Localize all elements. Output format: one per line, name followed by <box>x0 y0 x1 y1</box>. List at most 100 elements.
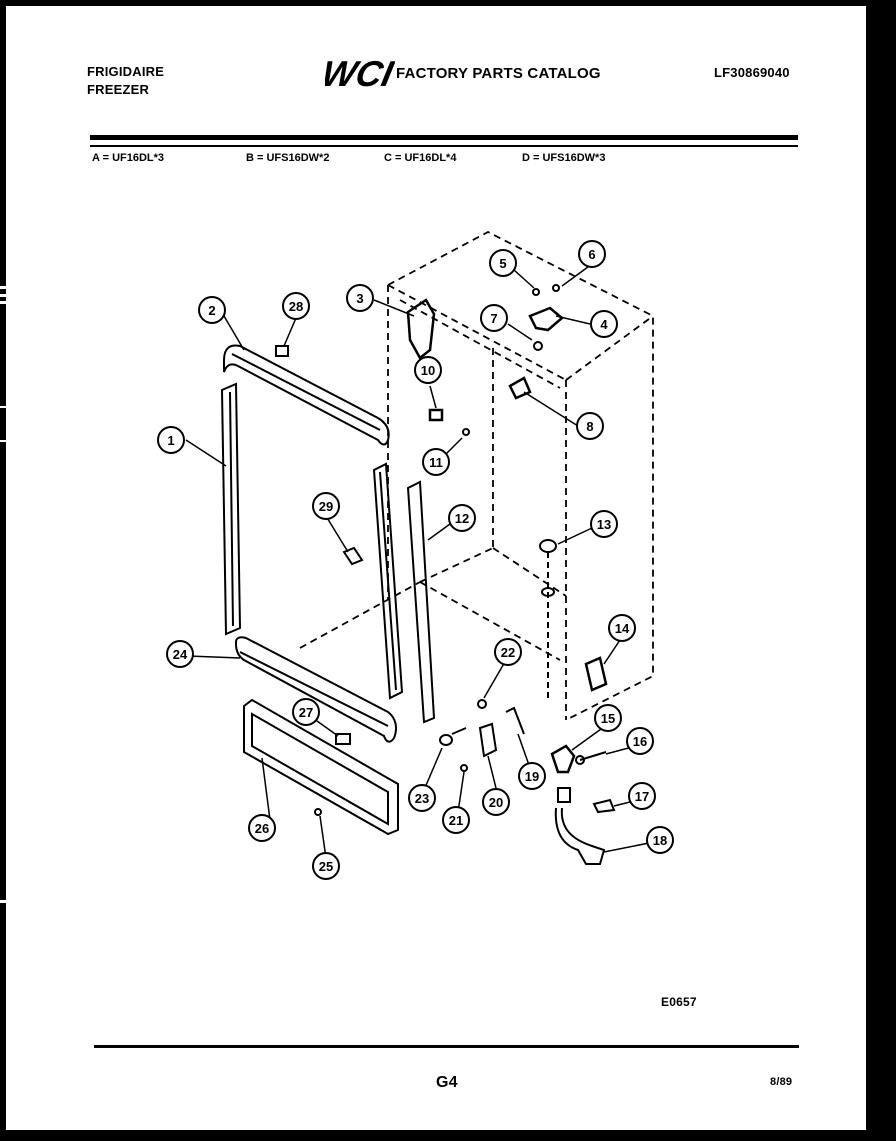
callout-label: 4 <box>600 317 608 332</box>
callout-circle <box>442 806 470 834</box>
callout-label: 11 <box>429 455 443 470</box>
plug-28 <box>275 345 289 357</box>
callout-24: 24 <box>166 640 194 668</box>
callout-circle <box>590 510 618 538</box>
edge-mark <box>0 440 6 442</box>
callout-label: 15 <box>601 711 615 726</box>
callout-circle <box>626 727 654 755</box>
callout-18: 18 <box>646 826 674 854</box>
callout-label: 2 <box>208 303 215 318</box>
callout-10: 10 <box>414 356 442 384</box>
callout-28: 28 <box>282 292 310 320</box>
callout-label: 7 <box>490 311 497 326</box>
model-d: D = UFS16DW*3 <box>522 152 606 164</box>
catalog-date: 8/89 <box>770 1076 793 1088</box>
callout-circle <box>608 614 636 642</box>
brand-name: FRIGIDAIRE <box>87 64 165 79</box>
model-a: A = UF16DL*3 <box>92 152 165 164</box>
callout-label: 25 <box>319 859 333 874</box>
wci-logo: WCI <box>325 53 395 94</box>
callout-circle <box>448 504 476 532</box>
header-rule-thick <box>90 135 798 140</box>
callout-20: 20 <box>482 788 510 816</box>
header-rule-thin <box>90 145 798 147</box>
callout-circle <box>408 784 436 812</box>
callout-25: 25 <box>312 852 340 880</box>
callout-circle <box>422 448 450 476</box>
exploded-parts-diagram: 1234567810111213141516171819202122232425… <box>157 230 674 880</box>
callout-19: 19 <box>518 762 546 790</box>
callout-label: 14 <box>615 621 630 636</box>
callout-circle <box>282 292 310 320</box>
callout-label: 12 <box>455 511 469 526</box>
screw-11 <box>462 428 470 436</box>
callout-circle <box>346 284 374 312</box>
model-list: A = UF16DL*3 B = UFS16DW*2 C = UF16DL*4 … <box>6 152 866 172</box>
callout-12: 12 <box>448 504 476 532</box>
callout-17: 17 <box>628 782 656 810</box>
callout-16: 16 <box>626 727 654 755</box>
bracket-10 <box>428 408 444 422</box>
callout-3: 3 <box>346 284 374 312</box>
callout-5: 5 <box>489 249 517 277</box>
callout-circle <box>628 782 656 810</box>
footer-rule <box>94 1045 799 1048</box>
callout-circle <box>312 492 340 520</box>
callout-circle <box>646 826 674 854</box>
left-gasket <box>220 382 242 636</box>
washer-7 <box>533 341 543 351</box>
door-stop-13 <box>539 539 557 553</box>
callout-14: 14 <box>608 614 636 642</box>
callout-label: 27 <box>299 705 313 720</box>
breaker-strip <box>406 480 436 724</box>
tube-18 <box>554 807 606 865</box>
callout-13: 13 <box>590 510 618 538</box>
screw-25 <box>314 808 322 816</box>
callout-label: 8 <box>586 419 593 434</box>
callout-circle <box>480 304 508 332</box>
screw-21 <box>460 764 468 772</box>
callout-circle <box>157 426 185 454</box>
model-b: B = UFS16DW*2 <box>246 152 330 164</box>
callout-15: 15 <box>594 704 622 732</box>
callout-label: 13 <box>597 517 611 532</box>
callout-21: 21 <box>442 806 470 834</box>
edge-mark <box>0 406 6 408</box>
callout-circle <box>590 310 618 338</box>
callout-circle <box>198 296 226 324</box>
top-gasket <box>223 344 390 446</box>
callout-circle <box>494 638 522 666</box>
callout-circle <box>578 240 606 268</box>
callout-circle <box>518 762 546 790</box>
callout-1: 1 <box>157 426 185 454</box>
callout-8: 8 <box>576 412 604 440</box>
bracket-20 <box>478 722 498 758</box>
page-number: G4 <box>436 1074 458 1091</box>
callout-label: 19 <box>525 769 539 784</box>
callout-circle <box>482 788 510 816</box>
spacer-23 <box>439 734 453 746</box>
callout-29: 29 <box>312 492 340 520</box>
diagram-code: E0657 <box>661 995 697 1009</box>
callout-label: 10 <box>421 363 435 378</box>
toe-grille <box>243 698 399 836</box>
callout-label: 17 <box>635 789 649 804</box>
bottom-gasket <box>235 636 397 743</box>
callout-circle <box>292 698 320 726</box>
callout-11: 11 <box>422 448 450 476</box>
callout-23: 23 <box>408 784 436 812</box>
callout-label: 18 <box>653 833 667 848</box>
callout-circle <box>576 412 604 440</box>
callout-label: 16 <box>633 734 647 749</box>
callout-label: 26 <box>255 821 269 836</box>
screw-6 <box>552 284 560 292</box>
callout-circle <box>166 640 194 668</box>
callout-27: 27 <box>292 698 320 726</box>
callout-circle <box>414 356 442 384</box>
callout-7: 7 <box>480 304 508 332</box>
clip-29 <box>342 546 364 566</box>
hinge-plate <box>528 306 564 332</box>
bottom-hinge <box>584 656 608 692</box>
callout-circle <box>489 249 517 277</box>
